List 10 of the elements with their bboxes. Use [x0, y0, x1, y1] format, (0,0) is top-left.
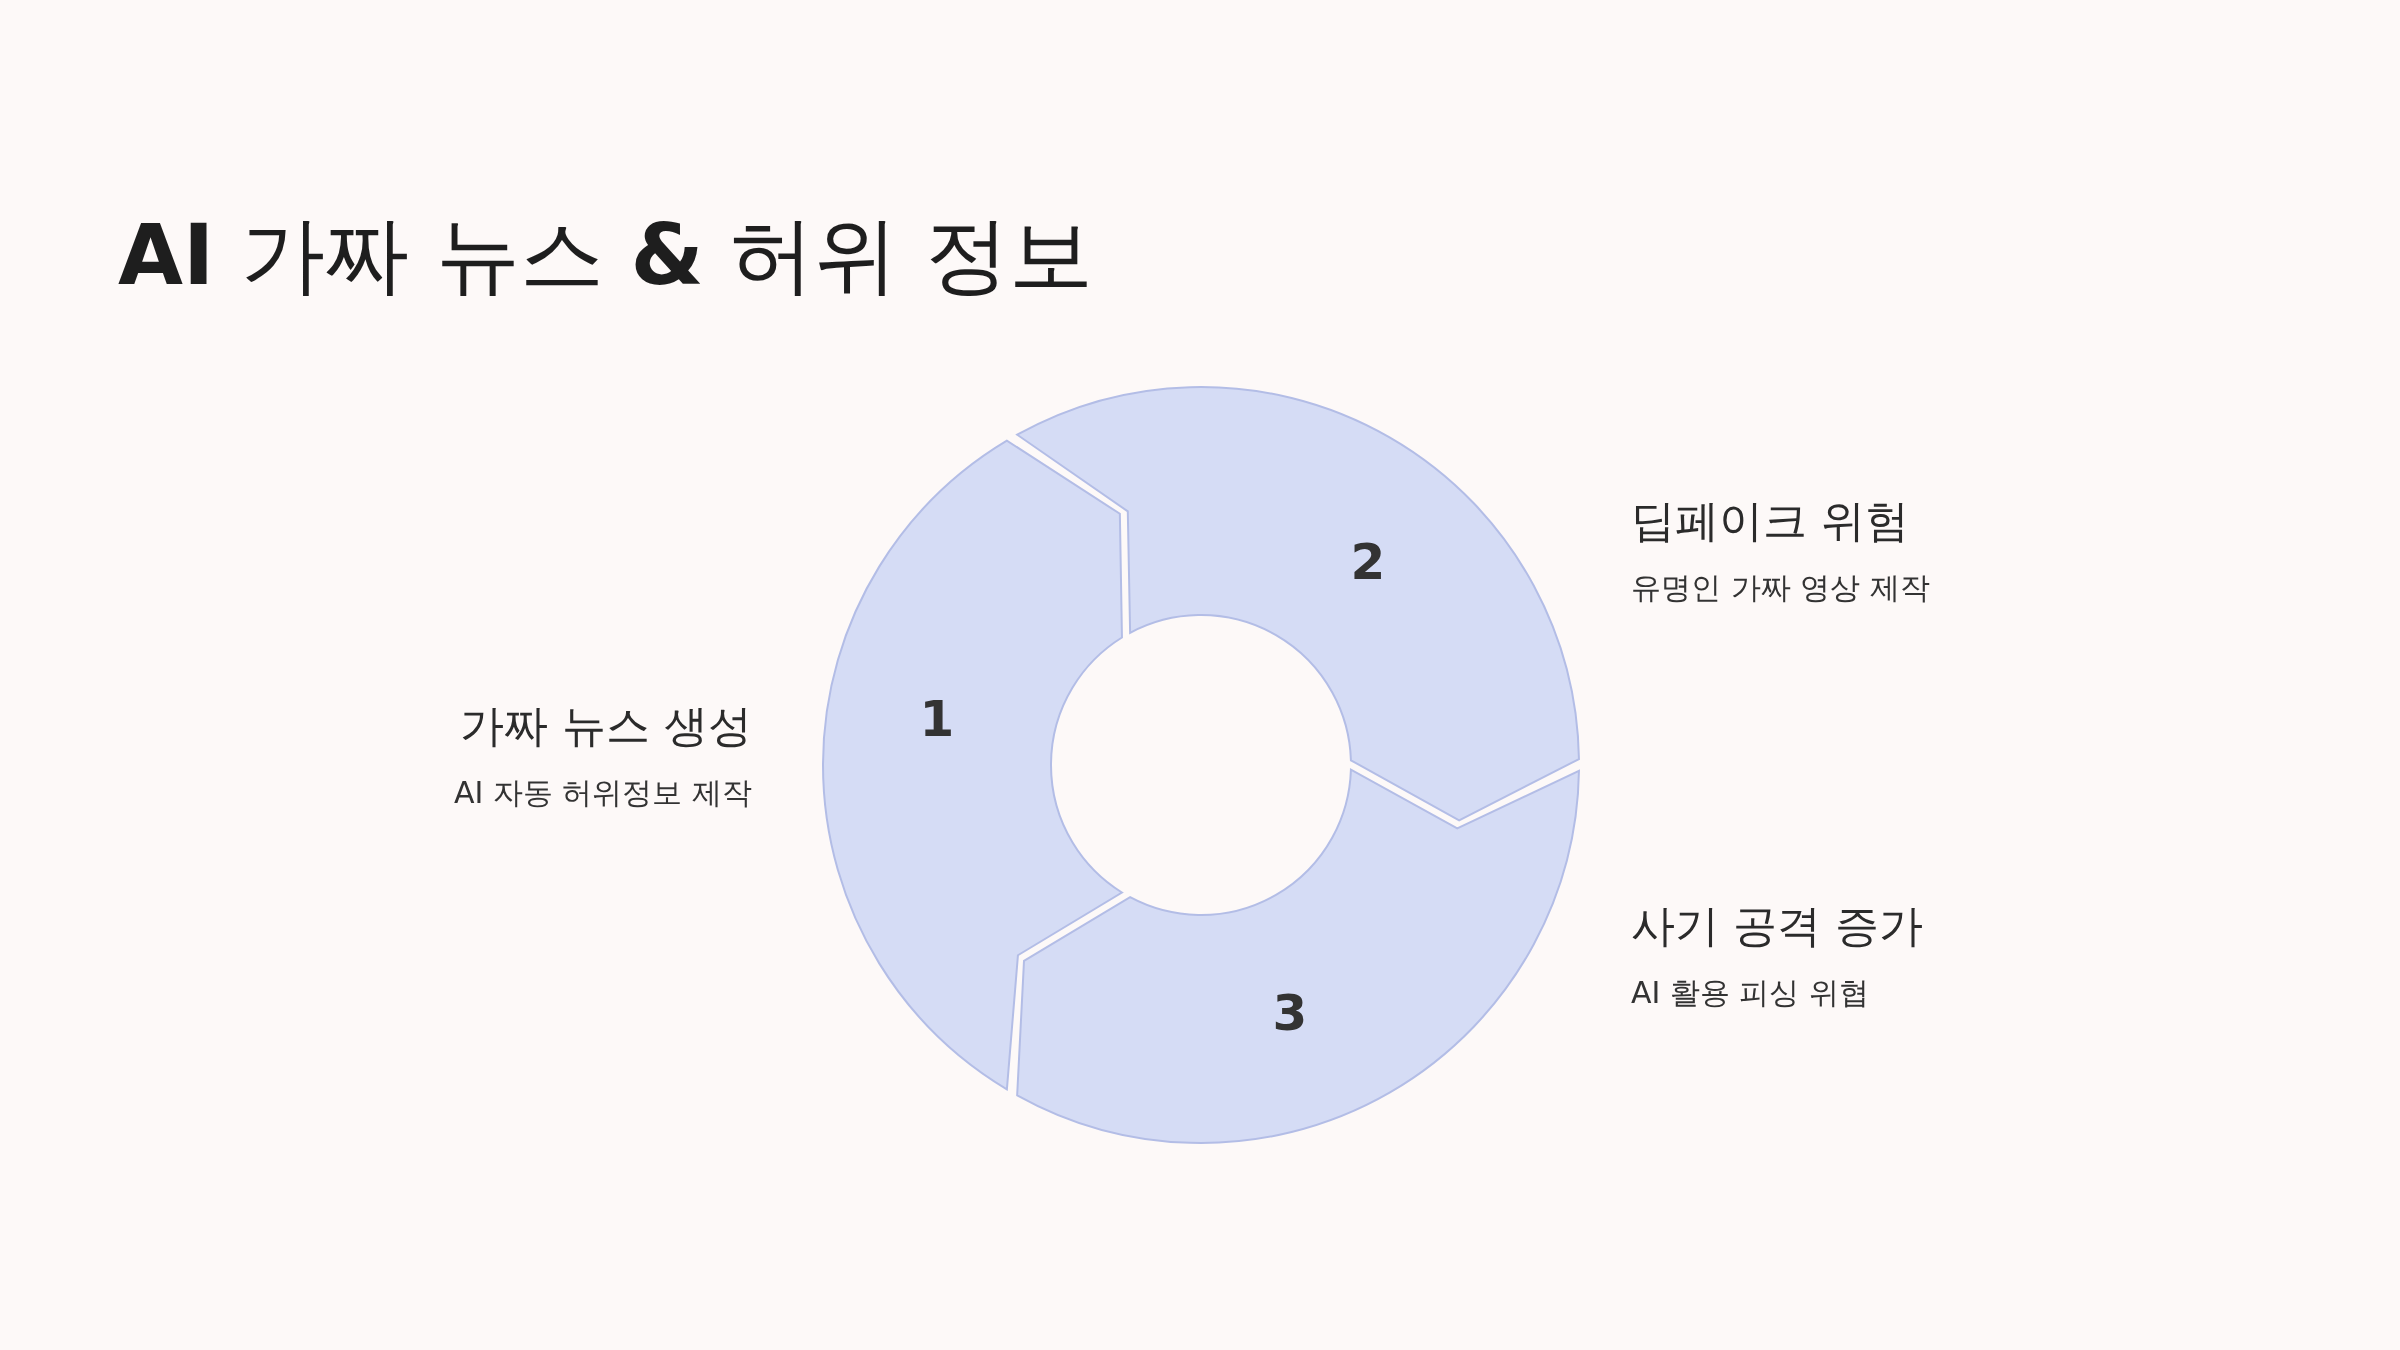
step-description: AI 활용 피싱 위협 [1631, 975, 1869, 1011]
step-description: 유명인 가짜 영상 제작 [1631, 570, 1930, 606]
step-heading: 딥페이크 위험 [1631, 495, 1909, 548]
step-heading: 가짜 뉴스 생성 [460, 700, 752, 753]
step-number: 2 [1350, 537, 1386, 587]
step-description: AI 자동 허위정보 제작 [454, 775, 752, 811]
step-number: 3 [1272, 988, 1308, 1038]
title: AI 가짜 뉴스 & 허위 정보 [118, 205, 1094, 306]
step-heading: 사기 공격 증가 [1631, 900, 1923, 953]
step-number: 1 [919, 694, 955, 744]
